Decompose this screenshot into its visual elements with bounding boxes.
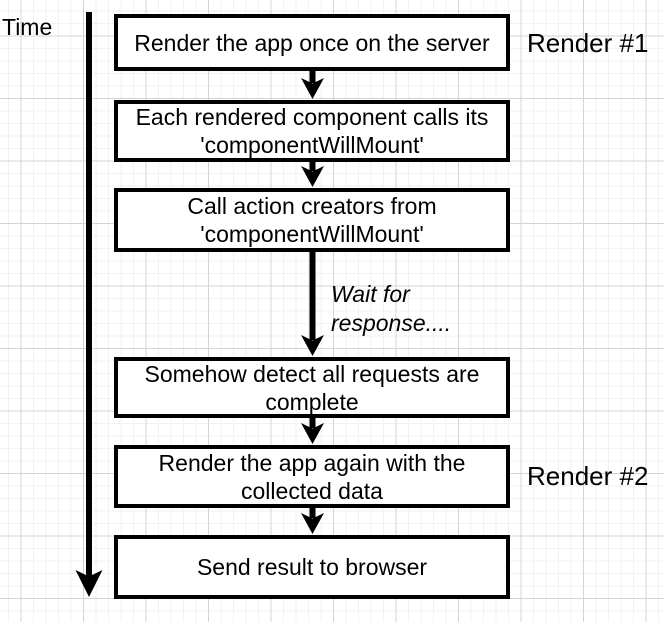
step-send-result: Send result to browser: [114, 535, 510, 599]
render-pass-2-label: Render #2: [527, 461, 649, 491]
text-line: complete: [265, 388, 359, 415]
text-line: Send result to browser: [196, 554, 428, 580]
wait-for-response-note: Wait for response....: [331, 280, 451, 338]
time-axis-label: Time: [2, 14, 53, 40]
text-line: Render the app again with the: [158, 449, 466, 476]
text-line: 'componentWillMount': [200, 132, 424, 158]
step-call-action-creators: Call action creators from 'componentWill…: [114, 188, 510, 252]
flow-arrow-4: [301, 417, 324, 444]
text-line: Call action creators from: [187, 193, 437, 219]
flow-arrow-1: [301, 71, 324, 99]
flow-arrow-2: [301, 161, 324, 187]
text-line: 'componentWillMount': [200, 221, 424, 247]
step-render-server: Render the app once on the server: [114, 14, 510, 71]
arrow-down-icon: [301, 513, 324, 534]
step-label: Send result to browser: [197, 553, 427, 581]
arrow-down-icon: [301, 78, 324, 99]
arrow-down-icon: [301, 166, 324, 187]
step-label: Somehow detect all requests are complete: [145, 360, 480, 416]
step-component-will-mount: Each rendered component calls its 'compo…: [114, 100, 510, 162]
render-pass-1-label: Render #1: [527, 28, 649, 58]
arrow-down-icon: [301, 423, 324, 444]
text-line: Wait for: [331, 281, 410, 307]
step-render-again: Render the app again with the collected …: [114, 445, 510, 508]
text-line: Somehow detect all requests are: [144, 360, 480, 387]
time-axis-arrow: [75, 12, 103, 597]
step-label: Render the app again with the collected …: [159, 449, 466, 505]
flow-arrow-5: [301, 507, 324, 534]
step-detect-requests-complete: Somehow detect all requests are complete: [114, 357, 510, 418]
step-label: Each rendered component calls its 'compo…: [136, 103, 489, 159]
arrow-down-icon: [301, 335, 324, 356]
step-label: Render the app once on the server: [134, 29, 489, 57]
text-line: Render the app once on the server: [134, 29, 490, 56]
text-line: response....: [331, 310, 452, 336]
text-line: Each rendered component calls its: [135, 104, 489, 130]
flow-arrow-wait: [301, 251, 324, 356]
step-label: Call action creators from 'componentWill…: [187, 192, 436, 248]
text-line: collected data: [241, 477, 383, 504]
arrow-down-icon: [75, 570, 103, 597]
